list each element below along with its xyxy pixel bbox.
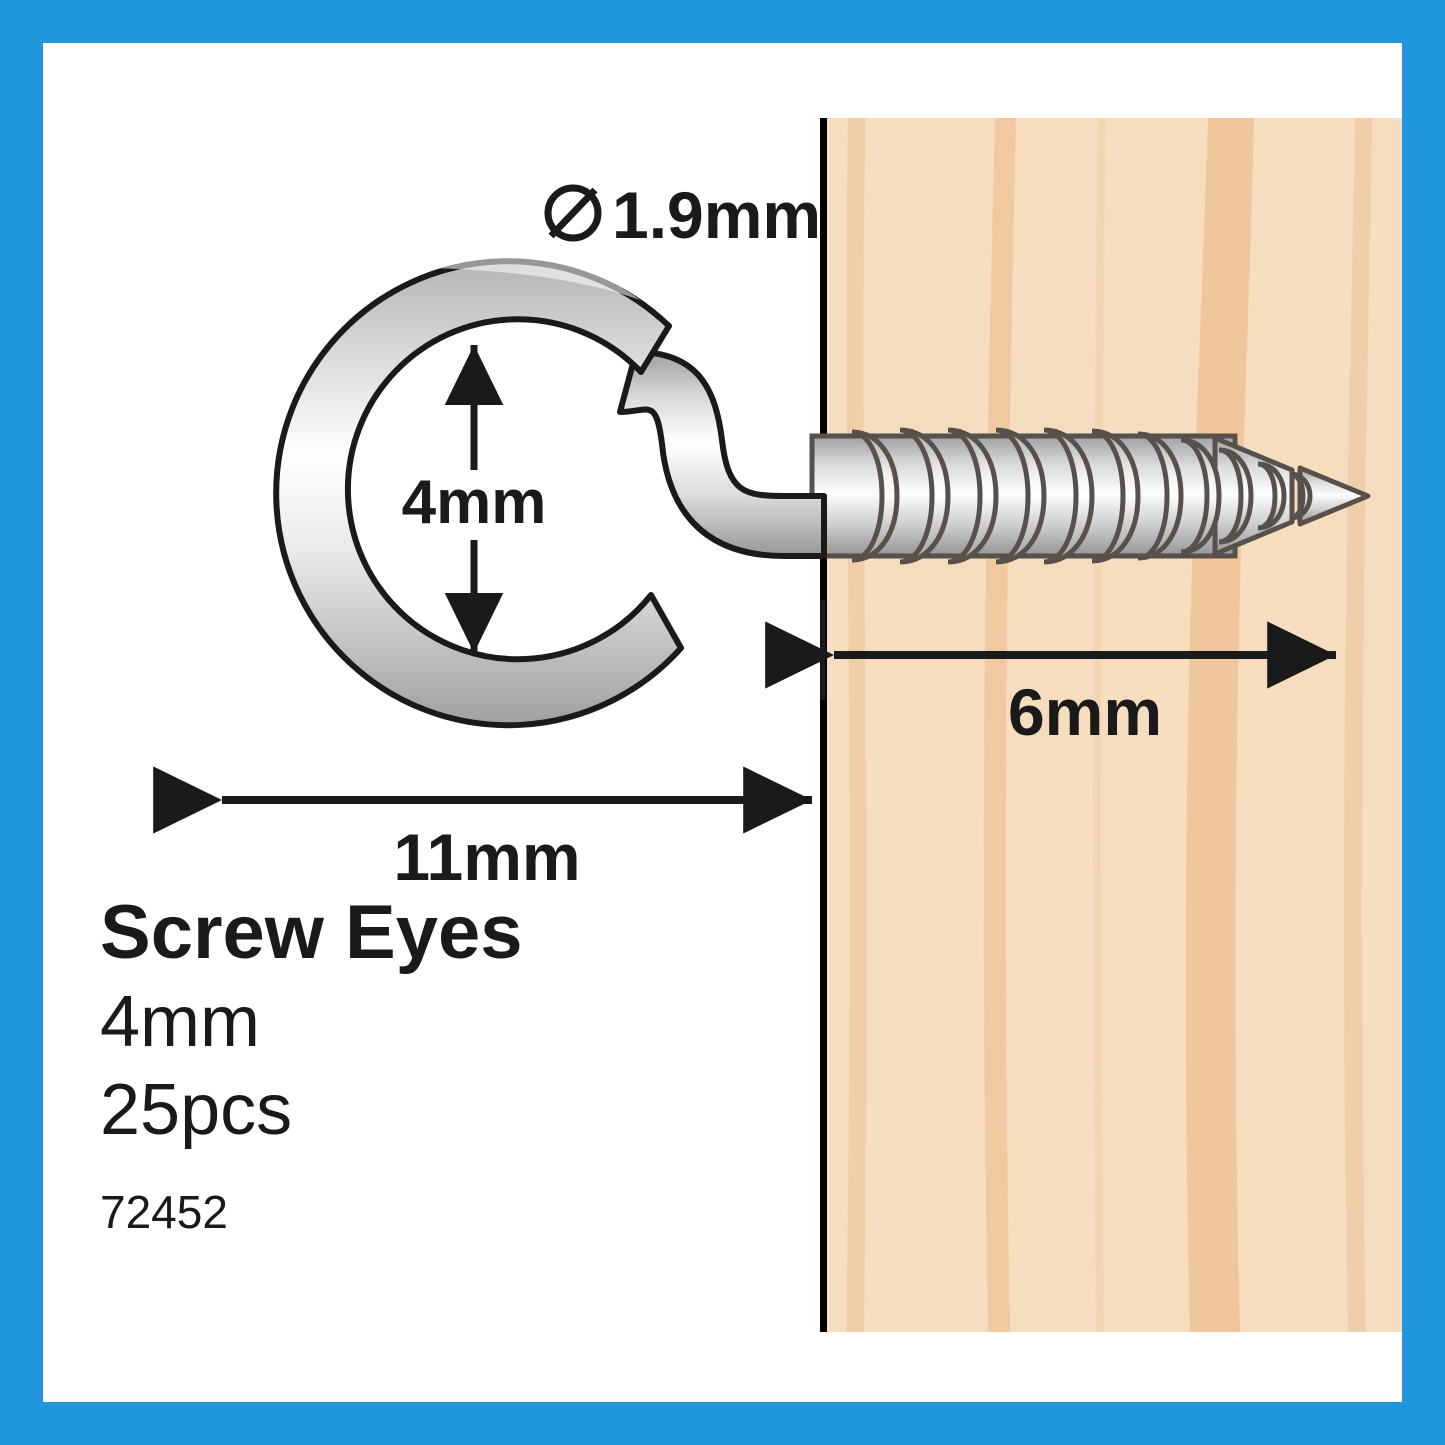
wood-grain xyxy=(846,118,1372,1332)
screw-neck xyxy=(617,349,827,559)
screw-eye xyxy=(809,427,1371,565)
screw-threads xyxy=(851,427,1313,565)
dimension-eye-length: 11mm xyxy=(153,766,812,894)
screw-eye-ring xyxy=(227,247,827,729)
product-quantity: 25pcs xyxy=(100,1070,292,1150)
wood-panel xyxy=(820,118,1402,1332)
dim-4mm-label: 4mm xyxy=(402,468,547,537)
eye-ring xyxy=(273,258,684,729)
product-name: Screw Eyes xyxy=(100,890,523,975)
wood-edge-line xyxy=(820,118,827,1332)
dim-wire-diameter-label: 1.9mm xyxy=(612,178,821,252)
dimension-eye-inner-diameter: 4mm xyxy=(402,345,547,653)
dim-6mm-label: 6mm xyxy=(1008,675,1162,749)
diameter-symbol-icon xyxy=(544,184,602,242)
product-size: 4mm xyxy=(100,982,260,1062)
dimension-thread-length: 6mm xyxy=(765,600,1336,749)
screw-point xyxy=(1297,465,1371,527)
dim-11mm-label: 11mm xyxy=(393,820,580,894)
ring-highlight xyxy=(227,247,640,672)
dimension-wire-diameter: 1.9mm xyxy=(544,178,821,252)
product-info: Screw Eyes 4mm 25pcs 72452 xyxy=(100,890,523,1238)
product-item-number: 72452 xyxy=(100,1186,228,1238)
